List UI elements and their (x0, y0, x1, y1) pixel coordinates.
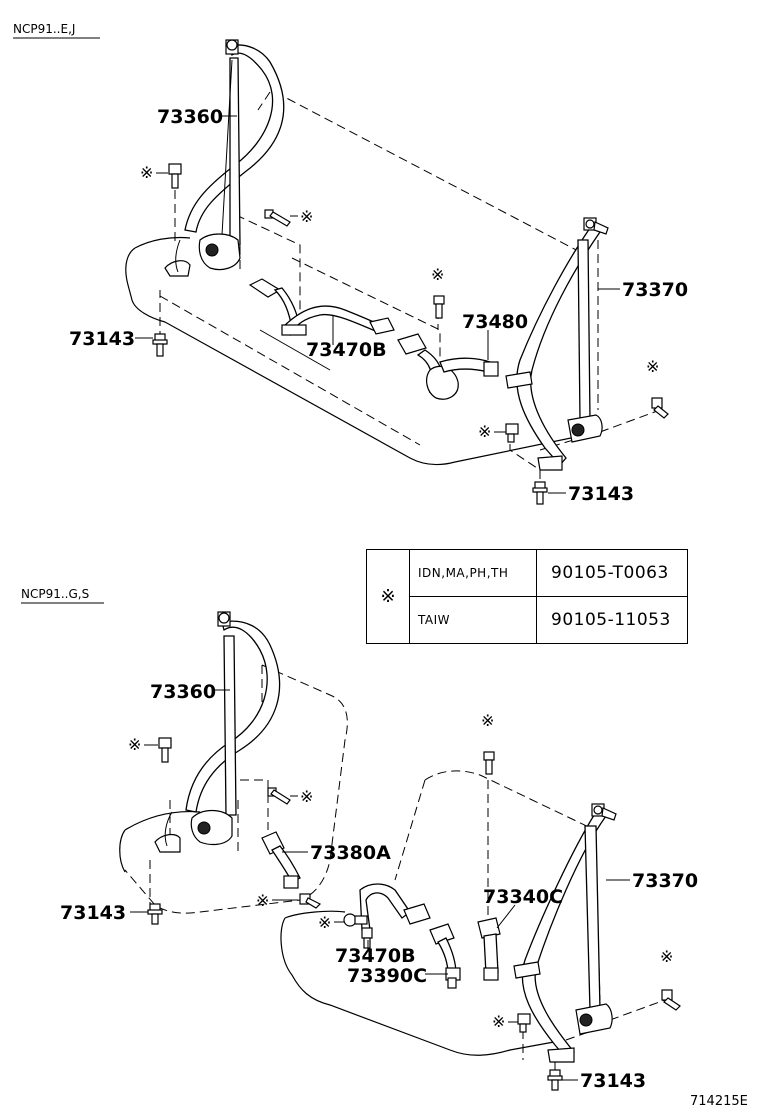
top-buckle-stalk (248, 278, 282, 298)
top-anchor-bolt-left (152, 333, 168, 357)
bottom-label-73470b: 73470B (335, 945, 416, 967)
top-section: NCP91..E,J ※ (13, 22, 688, 505)
top-bolt-mark-mid: ※ (431, 265, 445, 319)
top-label-73360: 73360 (157, 106, 223, 128)
bottom-anchor-bolt-right (547, 1069, 563, 1091)
svg-text:※: ※ (300, 207, 313, 226)
bottom-left-belt (185, 620, 281, 813)
bottom-right-retractor (575, 1003, 613, 1035)
bottom-label-73340c: 73340C (483, 886, 563, 908)
top-right-belt (516, 227, 601, 466)
bottom-section: NCP91..G,S ※ (21, 587, 698, 1092)
top-model-label: NCP91..E,J (13, 22, 75, 36)
legend-part-number-2: 90105-11053 (536, 596, 687, 643)
bottom-bolt-mark-left: ※ (128, 735, 172, 763)
bottom-bolt-mark-right-low: ※ (492, 1012, 531, 1033)
legend-part-number-1: 90105-T0063 (536, 550, 687, 597)
svg-text:※: ※ (318, 913, 331, 932)
top-left-belt (184, 44, 285, 233)
bottom-label-73143-left: 73143 (60, 902, 126, 924)
svg-text:※: ※ (646, 357, 659, 376)
legend-region-2: TAIW (409, 596, 537, 643)
svg-text:※: ※ (300, 787, 313, 806)
top-bolt-mark-left: ※ (140, 163, 182, 189)
bottom-label-73380a: 73380A (310, 842, 391, 864)
top-label-73143-right: 73143 (568, 483, 634, 505)
bottom-bolt-mark-buckle: ※ (256, 891, 322, 910)
legend-symbol: ※ (367, 550, 410, 643)
bottom-bolt-under-belt (361, 927, 373, 949)
bottom-center-belt-73470b (359, 883, 411, 931)
svg-text:※: ※ (478, 422, 491, 441)
top-bolt-mark-center: ※ (264, 207, 313, 227)
legend-region-1: IDN,MA,PH,TH (409, 550, 537, 597)
top-bolt-mark-right-floor: ※ (646, 357, 669, 419)
top-label-73470b: 73470B (306, 339, 387, 361)
bottom-buckle-73340c (477, 917, 501, 939)
top-label-73370: 73370 (622, 279, 688, 301)
bottom-label-73370: 73370 (632, 870, 698, 892)
bottom-right-seat-outline (424, 770, 601, 1001)
bottom-bolt-mark-upper: ※ (481, 711, 495, 775)
legend-table: ※ IDN,MA,PH,TH 90105-T0063 TAIW 90105-11… (366, 549, 688, 644)
figure-code: 714215E (690, 1094, 748, 1109)
top-bolt-mark-right-low: ※ (478, 422, 519, 443)
bottom-label-73390c: 73390C (347, 965, 427, 987)
top-label-73480: 73480 (462, 311, 528, 333)
bottom-label-73360: 73360 (150, 681, 216, 703)
svg-text:※: ※ (431, 265, 444, 284)
svg-text:※: ※ (128, 735, 141, 754)
top-left-retractor (198, 233, 241, 271)
svg-text:※: ※ (660, 947, 673, 966)
svg-text:※: ※ (256, 891, 269, 910)
bottom-bolt-mark-center-low: ※ (318, 913, 368, 932)
svg-text:※: ※ (481, 711, 494, 730)
bottom-left-seat-outline (124, 664, 348, 914)
bottom-bolt-mark-right-floor: ※ (660, 947, 681, 1011)
top-seat-outline (125, 247, 601, 466)
bottom-model-label: NCP91..G,S (21, 587, 89, 601)
svg-text:※: ※ (140, 163, 153, 182)
top-label-73143-left: 73143 (69, 328, 135, 350)
bottom-anchor-bolt-left (147, 903, 163, 925)
bottom-label-73143-right: 73143 (580, 1070, 646, 1092)
svg-text:※: ※ (492, 1012, 505, 1031)
top-anchor-bolt-right (532, 481, 548, 505)
top-buckle-73480 (397, 333, 427, 355)
bottom-bolt-mark-center: ※ (267, 787, 313, 806)
bottom-left-retractor (190, 809, 233, 846)
